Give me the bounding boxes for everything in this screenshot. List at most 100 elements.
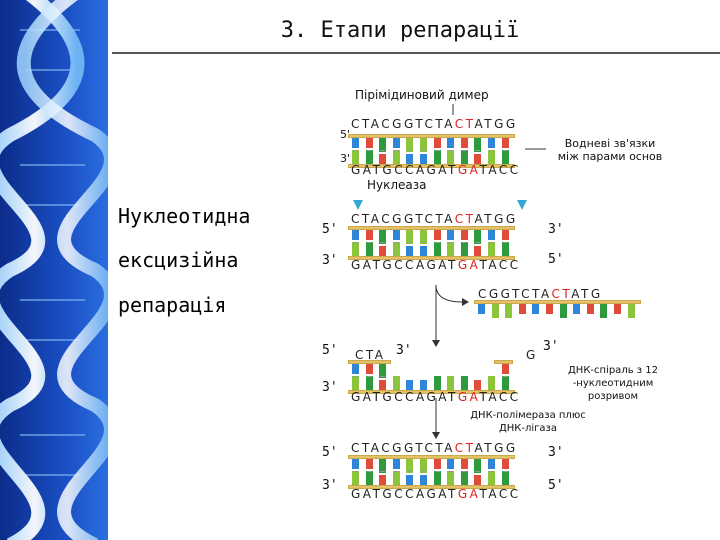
base-bottom bbox=[433, 376, 441, 390]
hydrogen-bond bbox=[502, 471, 508, 472]
base-bottom bbox=[501, 242, 509, 256]
base-top bbox=[460, 230, 468, 240]
base-bottom bbox=[460, 150, 468, 164]
excised-fragment-sequence: CGGTCTACTATG bbox=[478, 287, 603, 301]
base-bottom bbox=[474, 246, 482, 256]
base-bottom bbox=[352, 376, 359, 390]
base-top bbox=[488, 459, 495, 469]
hydrogen-bond bbox=[475, 471, 481, 472]
hydrogen-bond bbox=[366, 150, 372, 151]
base-fragment bbox=[600, 306, 608, 314]
duplex4-top-sequence: CTACGGTCTACTATGG bbox=[351, 441, 518, 455]
base-fragment bbox=[505, 306, 513, 314]
base-bottom bbox=[447, 376, 455, 390]
hydrogen-bond bbox=[421, 242, 426, 243]
dimer-label: Пірімідиновий димер bbox=[355, 88, 489, 102]
base-top bbox=[447, 230, 455, 240]
duplex4-five-prime: 5' bbox=[322, 445, 338, 460]
base-bottom bbox=[501, 150, 509, 164]
base-top bbox=[420, 230, 427, 244]
backbone-bottom bbox=[348, 164, 516, 168]
base-bottom bbox=[474, 154, 482, 164]
hydrogen-bond bbox=[434, 242, 440, 243]
base-fragment bbox=[614, 306, 621, 314]
title-divider bbox=[112, 52, 720, 54]
base-bottom bbox=[352, 150, 359, 164]
duplex3-three-prime-inner: 3' bbox=[396, 343, 412, 358]
backbone-bottom bbox=[348, 390, 516, 394]
base-bottom bbox=[406, 380, 414, 390]
base-bottom bbox=[392, 150, 400, 164]
hydrogen-bond bbox=[502, 376, 508, 377]
hydrogen-bond bbox=[434, 150, 440, 151]
hydrogen-bond bbox=[461, 242, 467, 243]
base-top bbox=[379, 459, 387, 473]
heading-line-1: Нуклеотидна bbox=[118, 204, 251, 228]
base-bottom bbox=[433, 150, 441, 164]
base-bottom bbox=[474, 380, 482, 390]
base-top bbox=[420, 138, 427, 152]
base-bottom bbox=[447, 242, 455, 256]
hydrogen-bond bbox=[380, 242, 386, 243]
base-bottom bbox=[392, 471, 400, 485]
duplex3-five-prime: 5' bbox=[322, 343, 338, 358]
hydrogen-bond bbox=[393, 150, 399, 151]
hydrogen-bond bbox=[353, 242, 358, 243]
base-top bbox=[406, 138, 414, 152]
base-top bbox=[379, 364, 387, 378]
hydrogen-bond bbox=[489, 242, 494, 243]
base-bottom bbox=[352, 471, 359, 485]
base-top bbox=[460, 138, 468, 148]
duplex1-top-sequence: CTACGGTCTACTATGG bbox=[351, 117, 518, 131]
hydrogen-bond bbox=[366, 471, 372, 472]
hydrogen-bond bbox=[393, 242, 399, 243]
hydrogen-bond bbox=[407, 242, 413, 243]
base-bottom bbox=[420, 475, 427, 485]
duplex2-five-prime-bottom: 5' bbox=[548, 252, 564, 267]
hydrogen-bonds-label: Водневі зв'язки між парами основ bbox=[557, 137, 663, 163]
base-top bbox=[488, 230, 495, 240]
base-top bbox=[447, 459, 455, 469]
duplex2-three-prime: 3' bbox=[322, 253, 338, 268]
base-bottom bbox=[433, 471, 441, 485]
gap-left-sequence: CTA bbox=[355, 348, 386, 362]
base-bottom bbox=[420, 380, 427, 390]
hydrogen-bond bbox=[461, 150, 467, 151]
hydrogen-bond bbox=[448, 471, 454, 472]
hydrogen-bond bbox=[475, 242, 481, 243]
hydrogen-bond bbox=[475, 150, 481, 151]
duplex2-three-prime-top: 3' bbox=[548, 222, 564, 237]
base-top bbox=[392, 138, 400, 148]
hydrogen-bond bbox=[407, 150, 413, 151]
hydrogen-bond bbox=[353, 471, 358, 472]
hydrogen-bond bbox=[380, 471, 386, 472]
hydrogen-bond bbox=[366, 242, 372, 243]
hydrogen-bond bbox=[366, 376, 372, 377]
base-top bbox=[474, 230, 482, 244]
hydrogen-bond bbox=[434, 471, 440, 472]
base-top bbox=[392, 459, 400, 469]
dna-helix-sidebar bbox=[0, 0, 108, 540]
hydrogen-bond bbox=[421, 471, 426, 472]
duplex3-three-prime-top: 3' bbox=[543, 339, 559, 354]
base-bottom bbox=[379, 246, 387, 256]
base-bottom bbox=[488, 242, 495, 256]
base-bottom bbox=[474, 475, 482, 485]
backbone-bottom bbox=[348, 256, 516, 260]
base-top bbox=[352, 230, 359, 240]
base-bottom bbox=[379, 475, 387, 485]
duplex1-bottom-sequence: GATGCCAGATGATACC bbox=[351, 163, 521, 177]
backbone-top bbox=[348, 226, 516, 230]
hydrogen-bond bbox=[502, 242, 508, 243]
duplex4-five-prime-bottom: 5' bbox=[548, 478, 564, 493]
base-top bbox=[474, 138, 482, 152]
base-bottom bbox=[352, 242, 359, 256]
gap-right-sequence: G bbox=[526, 348, 538, 362]
base-top bbox=[365, 138, 373, 148]
base-top bbox=[460, 459, 468, 469]
base-bottom bbox=[447, 471, 455, 485]
duplex4-three-prime: 3' bbox=[322, 478, 338, 493]
base-top bbox=[474, 459, 482, 473]
duplex2-bottom-sequence: GATGCCAGATGATACC bbox=[351, 258, 521, 272]
